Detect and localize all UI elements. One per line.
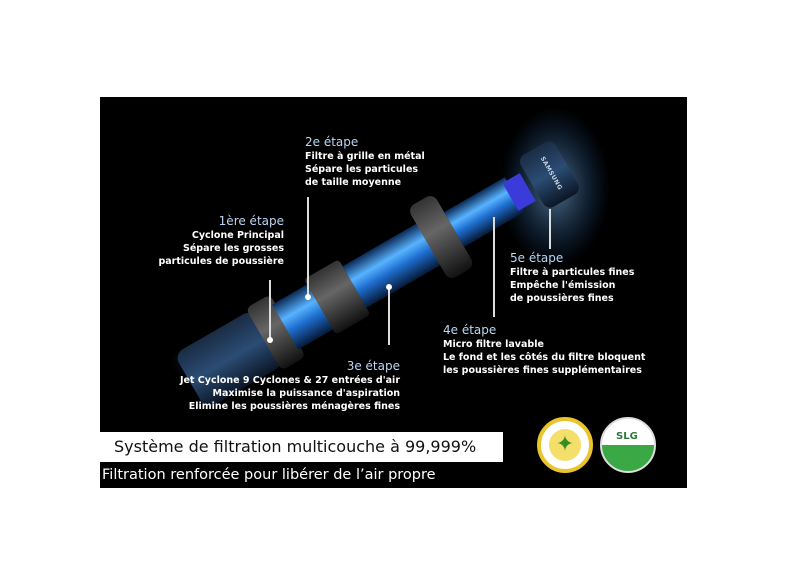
stage-4-pointer xyxy=(493,217,495,317)
stage-text: Elimine les poussières ménagères fines xyxy=(188,401,400,412)
stage-text: Jet Cyclone 9 Cyclones & 27 entrées d'ai… xyxy=(179,375,400,386)
stage-3-pointer xyxy=(388,287,390,345)
stage-text: Maximise la puissance d'aspiration xyxy=(212,388,400,399)
dust-bin xyxy=(177,312,281,407)
allergy-seal-badge: ✦ xyxy=(537,417,593,473)
stage-1-dot xyxy=(267,337,273,343)
stage-title: 4e étape xyxy=(443,323,497,337)
stage-text: Filtre à grille en métal xyxy=(305,151,425,162)
stage-text: particules de poussière xyxy=(158,256,284,267)
stage-text: Le fond et les côtés du filtre bloquent xyxy=(443,352,646,363)
stage-title: 2e étape xyxy=(305,135,359,149)
micro-filter xyxy=(502,173,536,211)
slg-text: SLG xyxy=(616,431,638,442)
fine-particle-filter xyxy=(520,141,579,208)
stage-4-label: 4e étape Micro filtre lavable Le fond et… xyxy=(443,323,645,377)
stage-2-pointer xyxy=(307,197,309,297)
stage-text: Micro filtre lavable xyxy=(443,339,544,350)
headline: Système de filtration multicouche à 99,9… xyxy=(100,432,503,462)
stage-2-dot xyxy=(305,294,311,300)
stage-title: 3e étape xyxy=(346,359,400,373)
stage-text: de poussières fines xyxy=(510,293,614,304)
slg-badge: SLG xyxy=(600,417,656,473)
leaf-icon: ✦ xyxy=(549,429,581,461)
stage-5-label: 5e étape Filtre à particules fines Empêc… xyxy=(510,251,634,305)
stage-1-pointer xyxy=(269,280,271,338)
vacuum-filter-illustration: SAMSUNG xyxy=(170,107,610,407)
stage-text: Cyclone Principal xyxy=(191,230,284,241)
stage-text: de taille moyenne xyxy=(305,177,402,188)
metal-mesh-filter xyxy=(305,260,370,334)
stage-3-dot xyxy=(386,284,392,290)
stage-title: 1ère étape xyxy=(218,214,284,228)
product-infographic: SAMSUNG 1ère étape Cyclone Principal Sép… xyxy=(100,97,687,488)
stage-title: 5e étape xyxy=(510,251,564,265)
stage-text: Empêche l'émission xyxy=(510,280,616,291)
stage-5-pointer xyxy=(549,209,551,249)
stage-2-label: 2e étape Filtre à grille en métal Sépare… xyxy=(305,135,425,189)
stage-text: les poussières fines supplémentaires xyxy=(443,365,642,376)
stage-3-label: 3e étape Jet Cyclone 9 Cyclones & 27 ent… xyxy=(180,359,400,413)
subheadline: Filtration renforcée pour libérer de l’a… xyxy=(102,467,436,483)
stage-text: Filtre à particules fines xyxy=(510,267,635,278)
stage-text: Sépare les grosses xyxy=(182,243,284,254)
stage-1-label: 1ère étape Cyclone Principal Sépare les … xyxy=(158,214,284,268)
stage-text: Sépare les particules xyxy=(305,164,419,175)
